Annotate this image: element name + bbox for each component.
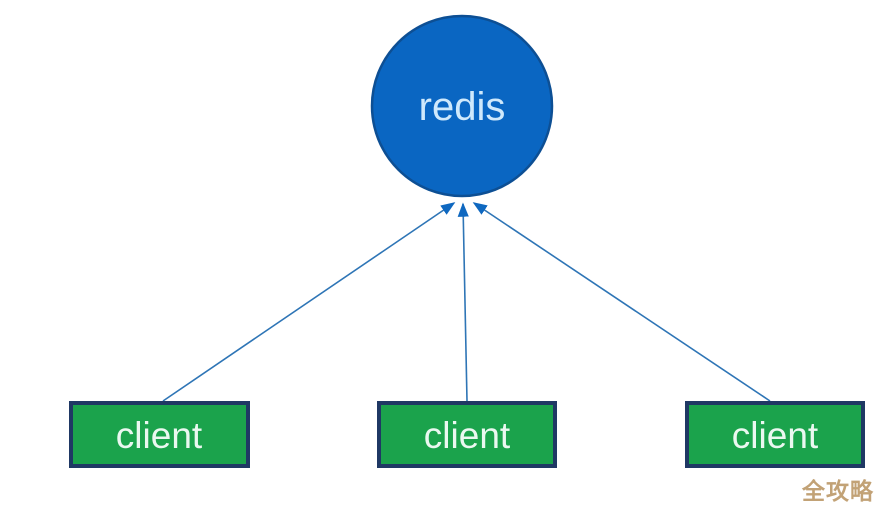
client-rect-3 [685,401,865,468]
redis-circle [370,14,554,198]
watermark-text: 全攻略 [802,478,874,504]
client-node-1-label: client [116,415,203,456]
connector-line-client3-redis [472,202,771,402]
connector-line-client1-redis [162,202,456,402]
redis-node-label: redis [419,85,506,129]
client-node-2-label: client [424,415,511,456]
client-node-1: client [69,401,250,468]
client-node-3: client [685,401,865,468]
client-rect-1 [69,401,250,468]
connector-line-client2-redis [457,202,469,402]
redis-node: redis [370,14,554,198]
client-node-2: client [377,401,557,468]
client-node-3-label: client [732,415,819,456]
client-rect-2 [377,401,557,468]
